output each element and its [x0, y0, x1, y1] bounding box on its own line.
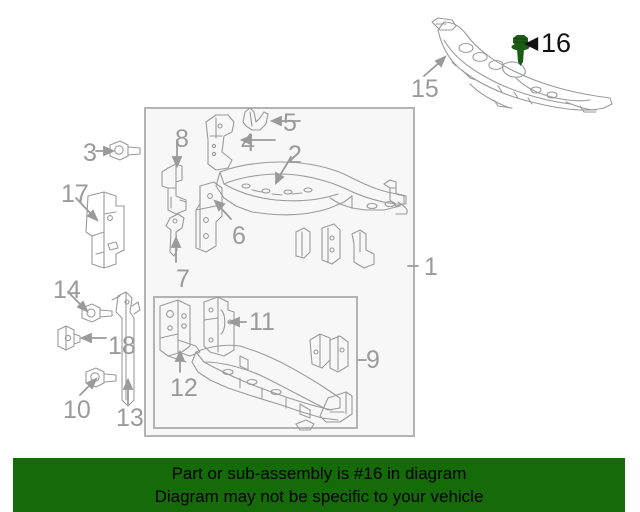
callout-18: 18	[108, 332, 136, 360]
callout-5: 5	[283, 109, 297, 137]
callout-14: 14	[53, 276, 81, 304]
callout-7: 7	[176, 265, 190, 293]
callout-2: 2	[288, 141, 302, 169]
callout-16: 16	[541, 28, 572, 58]
callout-9: 9	[366, 346, 380, 374]
diagram-footer-banner: Part or sub-assembly is #16 in diagram D…	[13, 458, 625, 512]
callout-15: 15	[411, 75, 439, 103]
callout-13: 13	[116, 404, 144, 432]
callout-4: 4	[241, 129, 255, 157]
callout-10: 10	[63, 396, 91, 424]
callout-17: 17	[61, 180, 89, 208]
footer-line-1: Part or sub-assembly is #16 in diagram	[171, 464, 467, 483]
footer-line-2: Diagram may not be specific to your vehi…	[154, 487, 484, 506]
callout-12: 12	[170, 374, 198, 402]
callout-8: 8	[175, 125, 189, 153]
callout-1: 1	[424, 253, 438, 281]
callout-11: 11	[249, 308, 275, 336]
callout-3: 3	[83, 139, 97, 167]
callout-6: 6	[232, 222, 246, 250]
part-16-bolt-graphic	[511, 35, 530, 66]
